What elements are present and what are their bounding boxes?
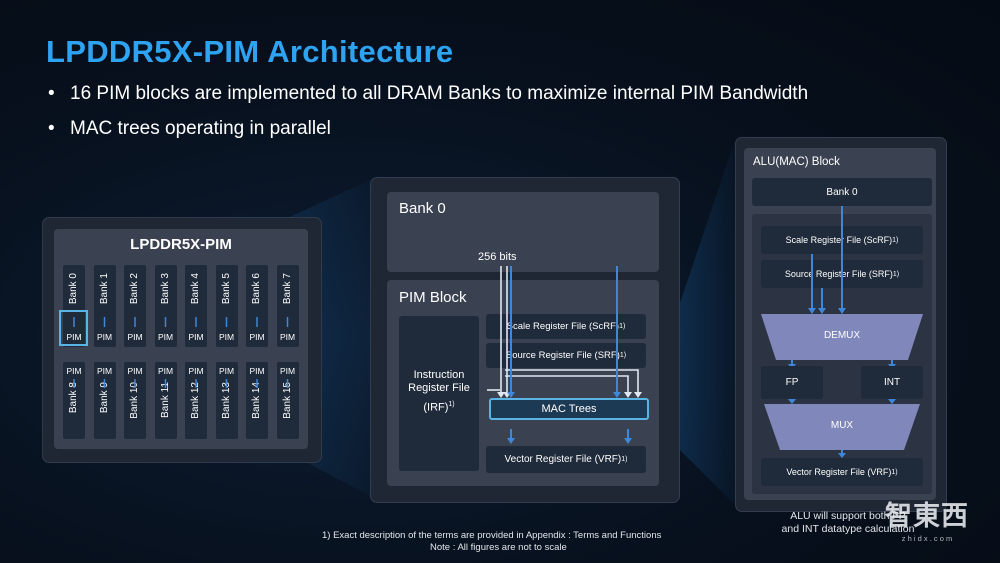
bullet-text: MAC trees operating in parallel (70, 118, 331, 139)
footnote-marker: 1) (892, 236, 899, 244)
bank-cell (63, 265, 85, 347)
pim-label: PIM (127, 332, 143, 342)
bank-cell (124, 265, 146, 347)
pim-highlight (59, 310, 88, 346)
irf-line3: (IRF) (423, 401, 449, 414)
mux-label: MUX (830, 420, 854, 431)
pim-label: PIM (66, 332, 82, 342)
bank0-area (387, 192, 659, 272)
irf-box (399, 316, 479, 471)
page-title: LPDDR5X-PIM Architecture (46, 34, 454, 69)
bank-cell (154, 265, 177, 347)
irf-line1: Instruction (413, 369, 465, 381)
footnote-marker: 1) (892, 270, 900, 278)
mux-shape (764, 404, 920, 450)
alu-note-line1: ALU will support both FP (790, 510, 906, 522)
pim-label: PIM (96, 366, 113, 376)
bullet-item: • 16 PIM blocks are implemented to all DR… (48, 83, 808, 105)
vrf-box: Vector Register File (VRF)1) (486, 446, 646, 473)
vrf-label: Vector Register File (VRF) (504, 454, 622, 465)
footnote-marker: 1) (619, 323, 626, 330)
pim-label: PIM (218, 366, 235, 376)
footnote-marker: 1) (891, 468, 898, 476)
chip-title: LPDDR5X-PIM (130, 236, 232, 253)
bank-cell (185, 362, 207, 439)
demux-label: DEMUX (823, 330, 861, 341)
bank-cell (124, 362, 146, 439)
irf-line2: Register File (408, 382, 470, 394)
footnote-scale: Note : All figures are not to scale (430, 542, 567, 553)
pim-label: PIM (279, 332, 296, 342)
footnote-marker: 1) (621, 456, 628, 463)
bank-cell (63, 362, 85, 439)
bank-cell (276, 265, 299, 347)
srf-label: Source Register File (SRF) (505, 350, 620, 361)
fp-label: FP (785, 377, 799, 388)
alu-scrf-label: Scale Register File (ScRF) (785, 235, 893, 245)
pim-label: PIM (96, 332, 113, 342)
irf-label: Instruction Register File (IRF)1) (399, 369, 479, 415)
mac-trees-box: MAC Trees (489, 398, 649, 420)
footnote-marker: 1) (619, 352, 627, 359)
pim-label: PIM (157, 366, 174, 376)
alu-bank0-box: Bank 0 (752, 178, 932, 206)
alu-bank0-label: Bank 0 (826, 186, 858, 198)
scrf-box: Scale Register File (ScRF)1) (486, 314, 646, 339)
bank-cell (246, 362, 268, 439)
alu-note-line2: and INT datatype calculation (781, 523, 915, 535)
pim-label: PIM (157, 332, 174, 342)
pim-label: PIM (66, 366, 82, 376)
bullet-item: • MAC trees operating in parallel (48, 118, 331, 140)
pim-block-label: PIM Block (399, 289, 467, 306)
watermark-main: 智東西 (885, 501, 969, 532)
pim-label: PIM (249, 332, 265, 342)
bullet-glyph: • (48, 83, 55, 104)
pim-label: PIM (127, 366, 143, 376)
fp-box: FP (761, 366, 823, 399)
bank-cell (93, 362, 116, 439)
bits-label: 256 bits (478, 251, 517, 263)
watermark-logo: 智東西 z h i d x . c o m (872, 494, 982, 543)
bank-cell (276, 362, 299, 439)
bank-cell (154, 362, 177, 439)
bank-cell (215, 265, 238, 347)
int-label: INT (883, 377, 901, 388)
pim-label: PIM (249, 366, 265, 376)
watermark-sub: z h i d x . c o m (901, 534, 953, 543)
alu-vrf-label: Vector Register File (VRF) (786, 467, 892, 477)
alu-srf-label: Source Register File (SRF) (784, 269, 893, 279)
alu-title: ALU(MAC) Block (753, 156, 840, 168)
alu-note: ALU will support both FP and INT datatyp… (752, 510, 944, 536)
footnote-marker: 1) (448, 401, 455, 408)
bullet-text: 16 PIM blocks are implemented to all DRA… (70, 83, 809, 104)
scrf-label: Scale Register File (ScRF) (506, 321, 620, 332)
pim-label: PIM (188, 366, 204, 376)
srf-box: Source Register File (SRF)1) (486, 343, 646, 368)
pim-label: PIM (279, 366, 296, 376)
int-box: INT (861, 366, 923, 399)
bank-cell (185, 265, 207, 347)
demux-shape (761, 314, 923, 360)
bank-cell (93, 265, 116, 347)
alu-vrf-box: Vector Register File (VRF)1) (761, 458, 923, 486)
pim-label: PIM (188, 332, 204, 342)
bank-cell (246, 265, 268, 347)
bank-cell (215, 362, 238, 439)
mac-trees-label: MAC Trees (541, 403, 597, 415)
pim-label: PIM (218, 332, 235, 342)
bank0-label: Bank 0 (399, 200, 446, 217)
footnote-terms: 1) Exact description of the terms are pr… (322, 530, 662, 541)
bullet-glyph: • (48, 118, 55, 139)
